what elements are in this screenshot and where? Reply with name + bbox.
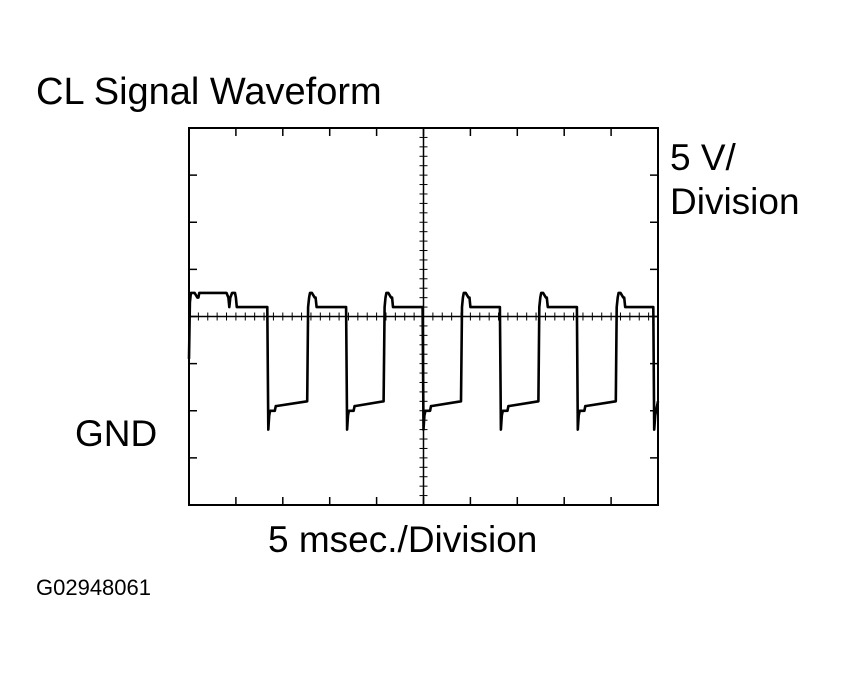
cl-signal-waveform (187, 291, 660, 431)
gnd-label: GND (75, 413, 158, 454)
x-scale-label: 5 msec./Division (268, 519, 538, 560)
y-scale-label: 5 V/ Division (670, 137, 800, 222)
chart-title: CL Signal Waveform (36, 71, 382, 113)
figure-id: G02948061 (36, 575, 151, 600)
